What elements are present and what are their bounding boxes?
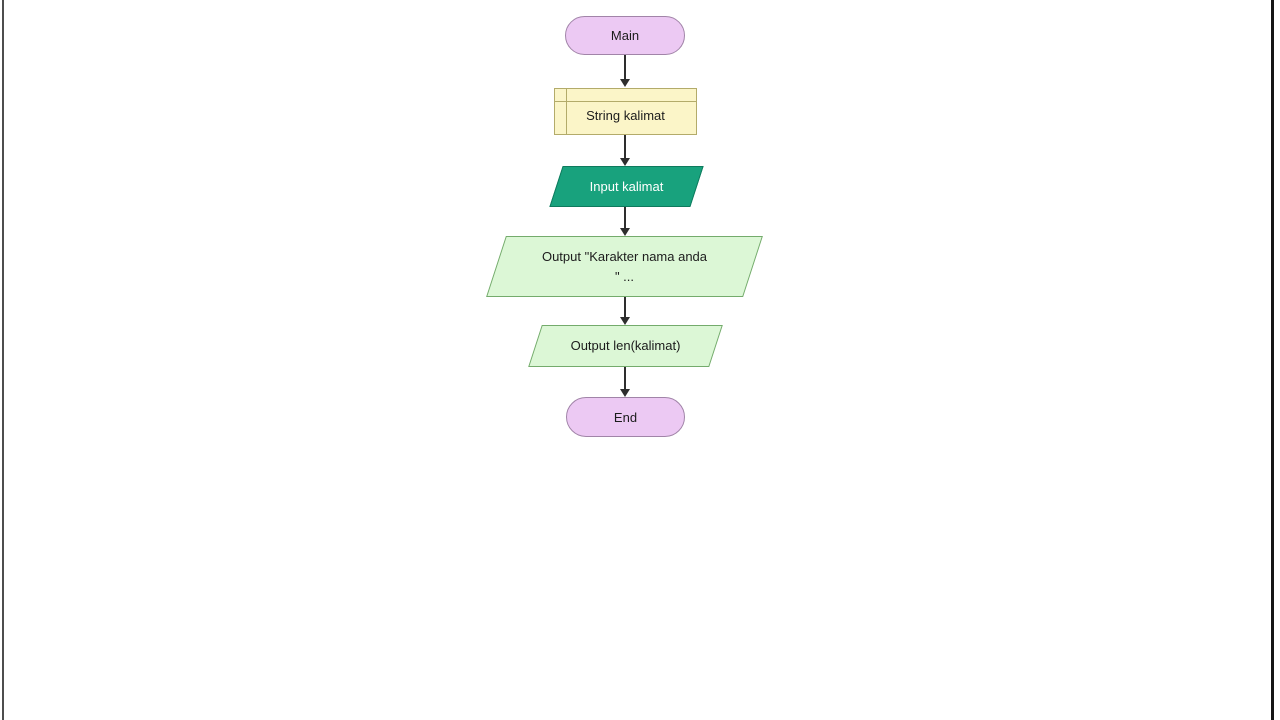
declare-top-line [555, 101, 696, 102]
node-label-input: Input kalimat [589, 178, 664, 194]
arrow-head-icon [620, 158, 630, 166]
declare-left-line [566, 89, 567, 134]
node-label-end: End [613, 409, 638, 425]
flow-arrow-1 [619, 55, 631, 87]
flow-arrow-4 [619, 297, 631, 325]
arrow-line [624, 367, 626, 391]
arrow-line [624, 207, 626, 230]
arrow-line [624, 297, 626, 319]
flow-arrow-5 [619, 367, 631, 397]
node-label-output-2: Output len(kalimat) [570, 338, 681, 353]
arrow-head-icon [620, 389, 630, 397]
output-label-line2: " ... [614, 268, 635, 284]
right-edge-bar [1271, 0, 1274, 720]
node-input-kalimat[interactable]: Input kalimat [548, 166, 705, 207]
left-edge-bar [2, 0, 4, 720]
flow-arrow-3 [619, 207, 631, 236]
arrow-head-icon [620, 79, 630, 87]
node-terminal-end[interactable]: End [566, 397, 685, 437]
node-label-declare: String kalimat [586, 108, 665, 123]
arrow-head-icon [620, 317, 630, 325]
arrow-line [624, 55, 626, 81]
arrow-head-icon [620, 228, 630, 236]
node-label-output-1: Output "Karakter nama anda " ... [542, 247, 707, 287]
node-output-karakter[interactable]: Output "Karakter nama anda " ... [484, 236, 765, 297]
node-output-len-kalimat[interactable]: Output len(kalimat) [527, 325, 724, 367]
node-label-main: Main [610, 28, 640, 43]
node-declare-string-kalimat[interactable]: String kalimat [554, 88, 697, 135]
arrow-line [624, 135, 626, 160]
flow-arrow-2 [619, 135, 631, 166]
node-terminal-main[interactable]: Main [565, 16, 685, 55]
output-label-line1: Output "Karakter nama anda [541, 248, 708, 264]
